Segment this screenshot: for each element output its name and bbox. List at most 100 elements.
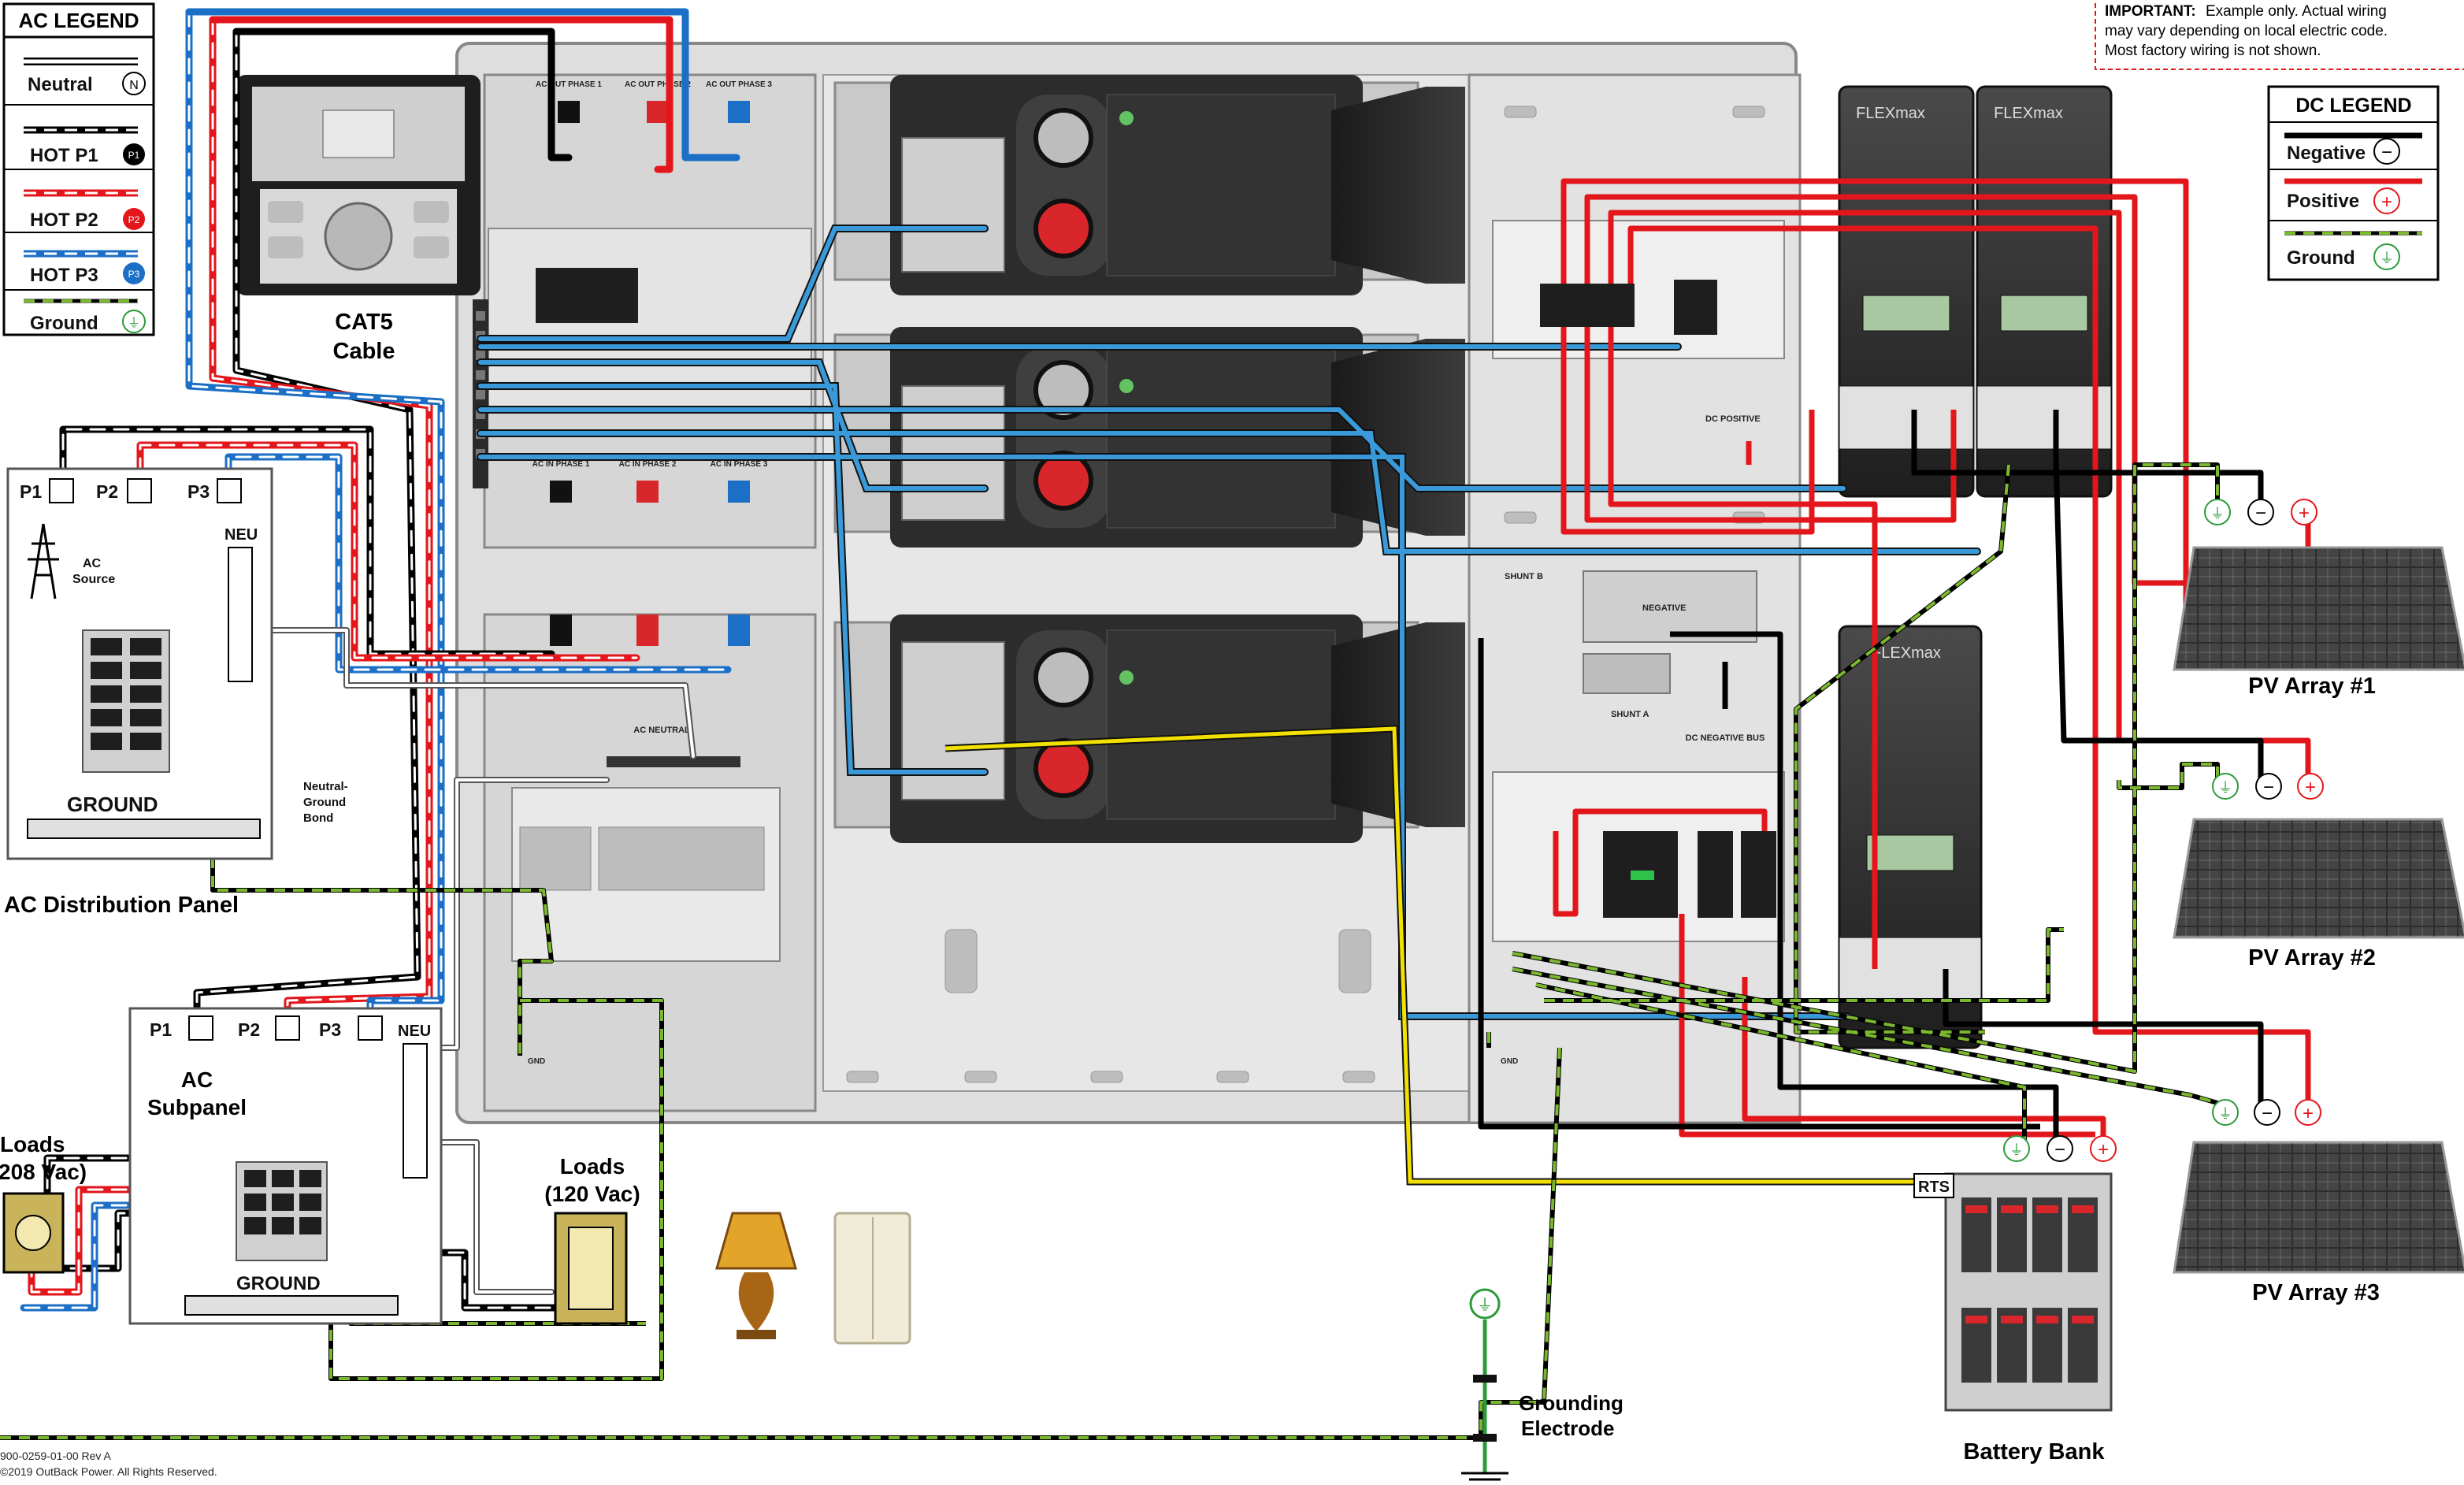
- p2-symbol-icon: P2: [128, 214, 140, 225]
- pv-array-1: ⏚ − +: [2173, 499, 2464, 671]
- outlet-120v-icon: [554, 1212, 628, 1325]
- charge-controller-2: FLEXmax: [1976, 85, 2113, 498]
- notice-title: IMPORTANT:: [2105, 3, 2196, 20]
- ac-out-phase-1-label: AC OUT PHASE 1: [536, 80, 602, 89]
- dc-box: SHUNT B SHUNT A NEGATIVE DC NEGATIVE BUS…: [1492, 220, 1785, 1066]
- shunt-a-label: SHUNT A: [1611, 710, 1649, 719]
- dc-ground-symbol-icon: ⏚: [2380, 251, 2394, 266]
- negative-symbol-icon: −: [2381, 142, 2392, 163]
- svg-text:⏚: ⏚: [1477, 1297, 1493, 1314]
- svg-text:⏚: ⏚: [2218, 1106, 2232, 1122]
- dist-neu-label: NEU: [225, 526, 258, 544]
- ac-distribution-panel: P1 P2 P3 AC Source NEU GROUND Neutral- G…: [6, 467, 348, 860]
- positive-symbol-icon: +: [2381, 191, 2392, 213]
- bond-label-3: Bond: [303, 811, 333, 825]
- sub-neu-label: NEU: [398, 1023, 431, 1040]
- p1-symbol-icon: P1: [128, 150, 140, 161]
- flexmax-2-logo: FLEXmax: [1994, 105, 2063, 122]
- svg-text:−: −: [2263, 777, 2274, 798]
- cat5-label-line-1: CAT5: [335, 310, 393, 335]
- ac-gnd-label: GND: [528, 1057, 545, 1066]
- loads-208-label-1: Loads: [0, 1132, 65, 1156]
- ground-symbol-icon: ⏚: [128, 316, 140, 330]
- ac-in-phase-1-label: AC IN PHASE 1: [533, 460, 590, 469]
- cat5-label-line-2: Cable: [333, 339, 395, 364]
- sub-p3-label: P3: [319, 1019, 341, 1040]
- cat5-cables: [477, 225, 1981, 1020]
- dist-p1-label: P1: [20, 481, 42, 502]
- dc-negative-wiring: [1478, 410, 2264, 1142]
- refrigerator-icon: [833, 1212, 911, 1345]
- ac-source-label-2: Source: [72, 573, 115, 586]
- dc-negative-bus-label: DC NEGATIVE BUS: [1686, 733, 1765, 743]
- grounding-electrode: ⏚: [1461, 1288, 1508, 1481]
- flexmax-1-logo: FLEXmax: [1856, 105, 1925, 122]
- ac-in-terminals: AC IN PHASE 1 AC IN PHASE 2 AC IN PHASE …: [533, 460, 768, 646]
- ac-wiring: [20, 8, 740, 1312]
- doc-number: 900-0259-01-00 Rev A: [0, 1450, 112, 1462]
- svg-text:⏚: ⏚: [2210, 506, 2225, 522]
- sub-p2-label: P2: [238, 1019, 260, 1040]
- svg-text:+: +: [2299, 503, 2310, 524]
- svg-text:⏚: ⏚: [2218, 780, 2232, 796]
- legend-ground-label: Ground: [30, 313, 98, 334]
- svg-text:+: +: [2098, 1139, 2109, 1160]
- sub-p1-label: P1: [150, 1019, 172, 1040]
- important-notice: IMPORTANT: Example only. Actual wiring m…: [2095, 0, 2464, 70]
- legend-hot-p3-label: HOT P3: [30, 265, 98, 286]
- pv-array-2: ⏚ − +: [2173, 773, 2464, 939]
- dc-legend-title: DC LEGEND: [2295, 95, 2411, 117]
- outlet-208v-icon: [2, 1192, 65, 1274]
- svg-text:+: +: [2305, 777, 2316, 798]
- ground-wiring: [0, 462, 2220, 1440]
- legend-hot-p1-label: HOT P1: [30, 145, 98, 166]
- shunt-b-label: SHUNT B: [1505, 572, 1543, 581]
- subpanel-title-1: AC: [181, 1067, 213, 1092]
- ac-out-terminals: AC OUT PHASE 1 AC OUT PHASE 2 AC OUT PHA…: [536, 80, 772, 123]
- legend-neutral-label: Neutral: [28, 74, 93, 95]
- transmission-tower-icon: [28, 523, 59, 600]
- svg-text:−: −: [2054, 1139, 2065, 1160]
- loads-120-label-1: Loads: [560, 1154, 625, 1179]
- negative-bus-label: NEGATIVE: [1642, 603, 1686, 613]
- notice-line-2: may vary depending on local electric cod…: [2105, 23, 2388, 39]
- ac-legend-title: AC LEGEND: [18, 9, 139, 32]
- ac-subpanel: P1 P2 P3 NEU AC Subpanel GROUND: [128, 1007, 443, 1325]
- dc-legend: DC LEGEND Negative − Positive + Ground ⏚: [2267, 85, 2440, 281]
- pv-array-2-label: PV Array #2: [2248, 945, 2376, 971]
- dist-p2-label: P2: [96, 481, 118, 502]
- subpanel-title-2: Subpanel: [147, 1095, 247, 1119]
- pv-array-1-label: PV Array #1: [2248, 674, 2376, 699]
- lamp-icon: [715, 1212, 797, 1339]
- copyright: ©2019 OutBack Power. All Rights Reserved…: [0, 1465, 217, 1478]
- loads-208-label-2: 208 Vac): [0, 1160, 87, 1184]
- rts-label: RTS: [1918, 1179, 1950, 1196]
- legend-dc-ground-label: Ground: [2287, 247, 2355, 269]
- ac-in-phase-3-label: AC IN PHASE 3: [711, 460, 768, 469]
- grounding-electrode-label-2: Electrode: [1521, 1416, 1615, 1440]
- ac-in-phase-2-label: AC IN PHASE 2: [619, 460, 677, 469]
- charge-controller-3: FLEXmax: [1838, 625, 1983, 1049]
- legend-negative-label: Negative: [2287, 143, 2366, 164]
- inverter-1: [833, 75, 1465, 295]
- dist-ground-label: GROUND: [67, 793, 158, 816]
- ac-source-label-1: AC: [83, 557, 102, 570]
- pv-array-3: ⏚ − +: [2173, 1099, 2464, 1274]
- svg-text:+: +: [2303, 1103, 2314, 1124]
- notice-line-1: Example only. Actual wiring: [2206, 3, 2387, 20]
- pv-array-3-label: PV Array #3: [2252, 1280, 2380, 1305]
- loads-120-label-2: (120 Vac): [544, 1182, 640, 1206]
- svg-text:−: −: [2262, 1103, 2273, 1124]
- legend-hot-p2-label: HOT P2: [30, 210, 98, 231]
- ac-neutral-label: AC NEUTRAL: [633, 726, 690, 735]
- ac-neutral-bus: [607, 756, 740, 767]
- flexmax-3-logo: FLEXmax: [1872, 644, 1941, 662]
- dist-p3-label: P3: [187, 481, 210, 502]
- ac-wiring-box: [473, 228, 812, 962]
- dc-positive-label: DC POSITIVE: [1705, 414, 1761, 424]
- dc-gnd-label: GND: [1501, 1057, 1518, 1066]
- ac-legend: AC LEGEND Neutral N HOT P1 P1 HOT P2 P2 …: [2, 2, 155, 336]
- system-display: [236, 75, 481, 295]
- bond-label-1: Neutral-: [303, 780, 348, 793]
